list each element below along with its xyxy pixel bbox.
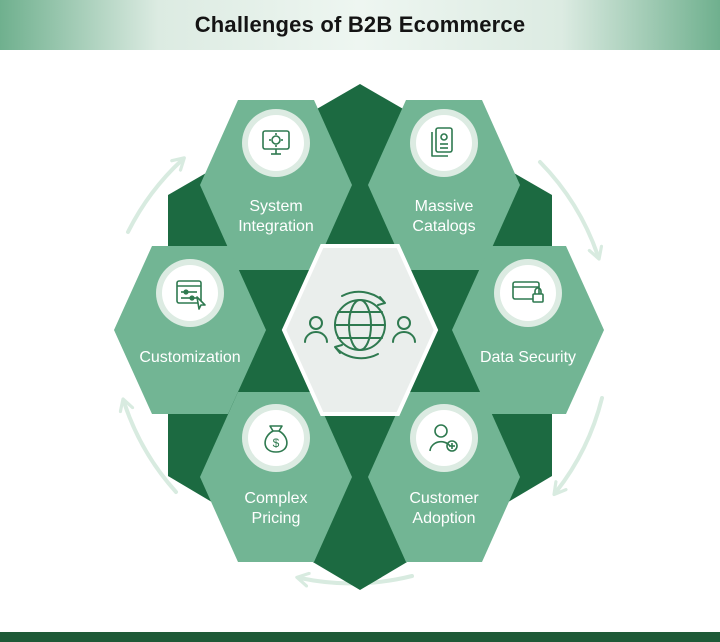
center-hub: [281, 244, 439, 416]
secure-card-icon: [512, 281, 544, 303]
segment-label-line: Integration: [238, 218, 314, 235]
segment-massive-catalogs: Massive Catalogs: [368, 100, 520, 270]
cycle-arrow-left: [118, 397, 178, 494]
diagram-title: Challenges of B2B Ecommerce: [194, 12, 526, 37]
icon-badge-inner: [500, 265, 556, 321]
title-bar: Challenges of B2B Ecommerce: [0, 0, 720, 50]
segment-hexagon: [200, 392, 352, 562]
segment-complex-pricing: $ Complex Pricing: [200, 392, 352, 562]
icon-badge-inner: [416, 115, 472, 171]
bottom-bar: [0, 632, 720, 642]
cycle-arrow-top-right: [538, 160, 604, 261]
segment-hexagon: [368, 100, 520, 270]
segment-label-line: System: [249, 198, 302, 215]
user-add-icon: [429, 424, 458, 452]
settings-sliders-icon: [176, 280, 206, 310]
segment-label-line: Adoption: [412, 510, 475, 527]
money-bag-icon: $: [264, 425, 288, 453]
icon-badge-inner: [416, 410, 472, 466]
segment-hexagon: [200, 100, 352, 270]
catalog-icon: [431, 127, 453, 157]
segment-label-line: Massive: [415, 198, 474, 215]
icon-badge-inner: [162, 265, 218, 321]
icon-badge-inner: [248, 115, 304, 171]
segment-hexagon: [452, 246, 604, 414]
icon-badge-inner: [248, 410, 304, 466]
svg-text:$: $: [273, 436, 280, 450]
segment-label-line: Pricing: [252, 510, 301, 527]
segment-system-integration: System Integration: [200, 100, 352, 270]
monitor-gear-icon: [262, 130, 290, 155]
segment-data-security: Data Security: [452, 246, 604, 414]
segment-label-line: Data Security: [480, 349, 576, 366]
segment-customer-adoption: Customer Adoption: [368, 392, 520, 562]
segment-label-line: Complex: [244, 490, 307, 507]
globe-with-people-icon: [304, 290, 416, 360]
cycle-arrow-top-left: [126, 156, 186, 234]
center-hexagon: [281, 244, 439, 416]
segment-hexagon: [368, 392, 520, 562]
segment-customization: Customization: [114, 246, 266, 414]
segment-hexagon: [114, 246, 266, 414]
segment-label-line: Customer: [409, 490, 479, 507]
segment-label-line: Catalogs: [412, 218, 475, 235]
segment-label-line: Customization: [139, 349, 240, 366]
cycle-arrow-right: [552, 396, 604, 497]
cycle-arrows: [118, 156, 604, 588]
